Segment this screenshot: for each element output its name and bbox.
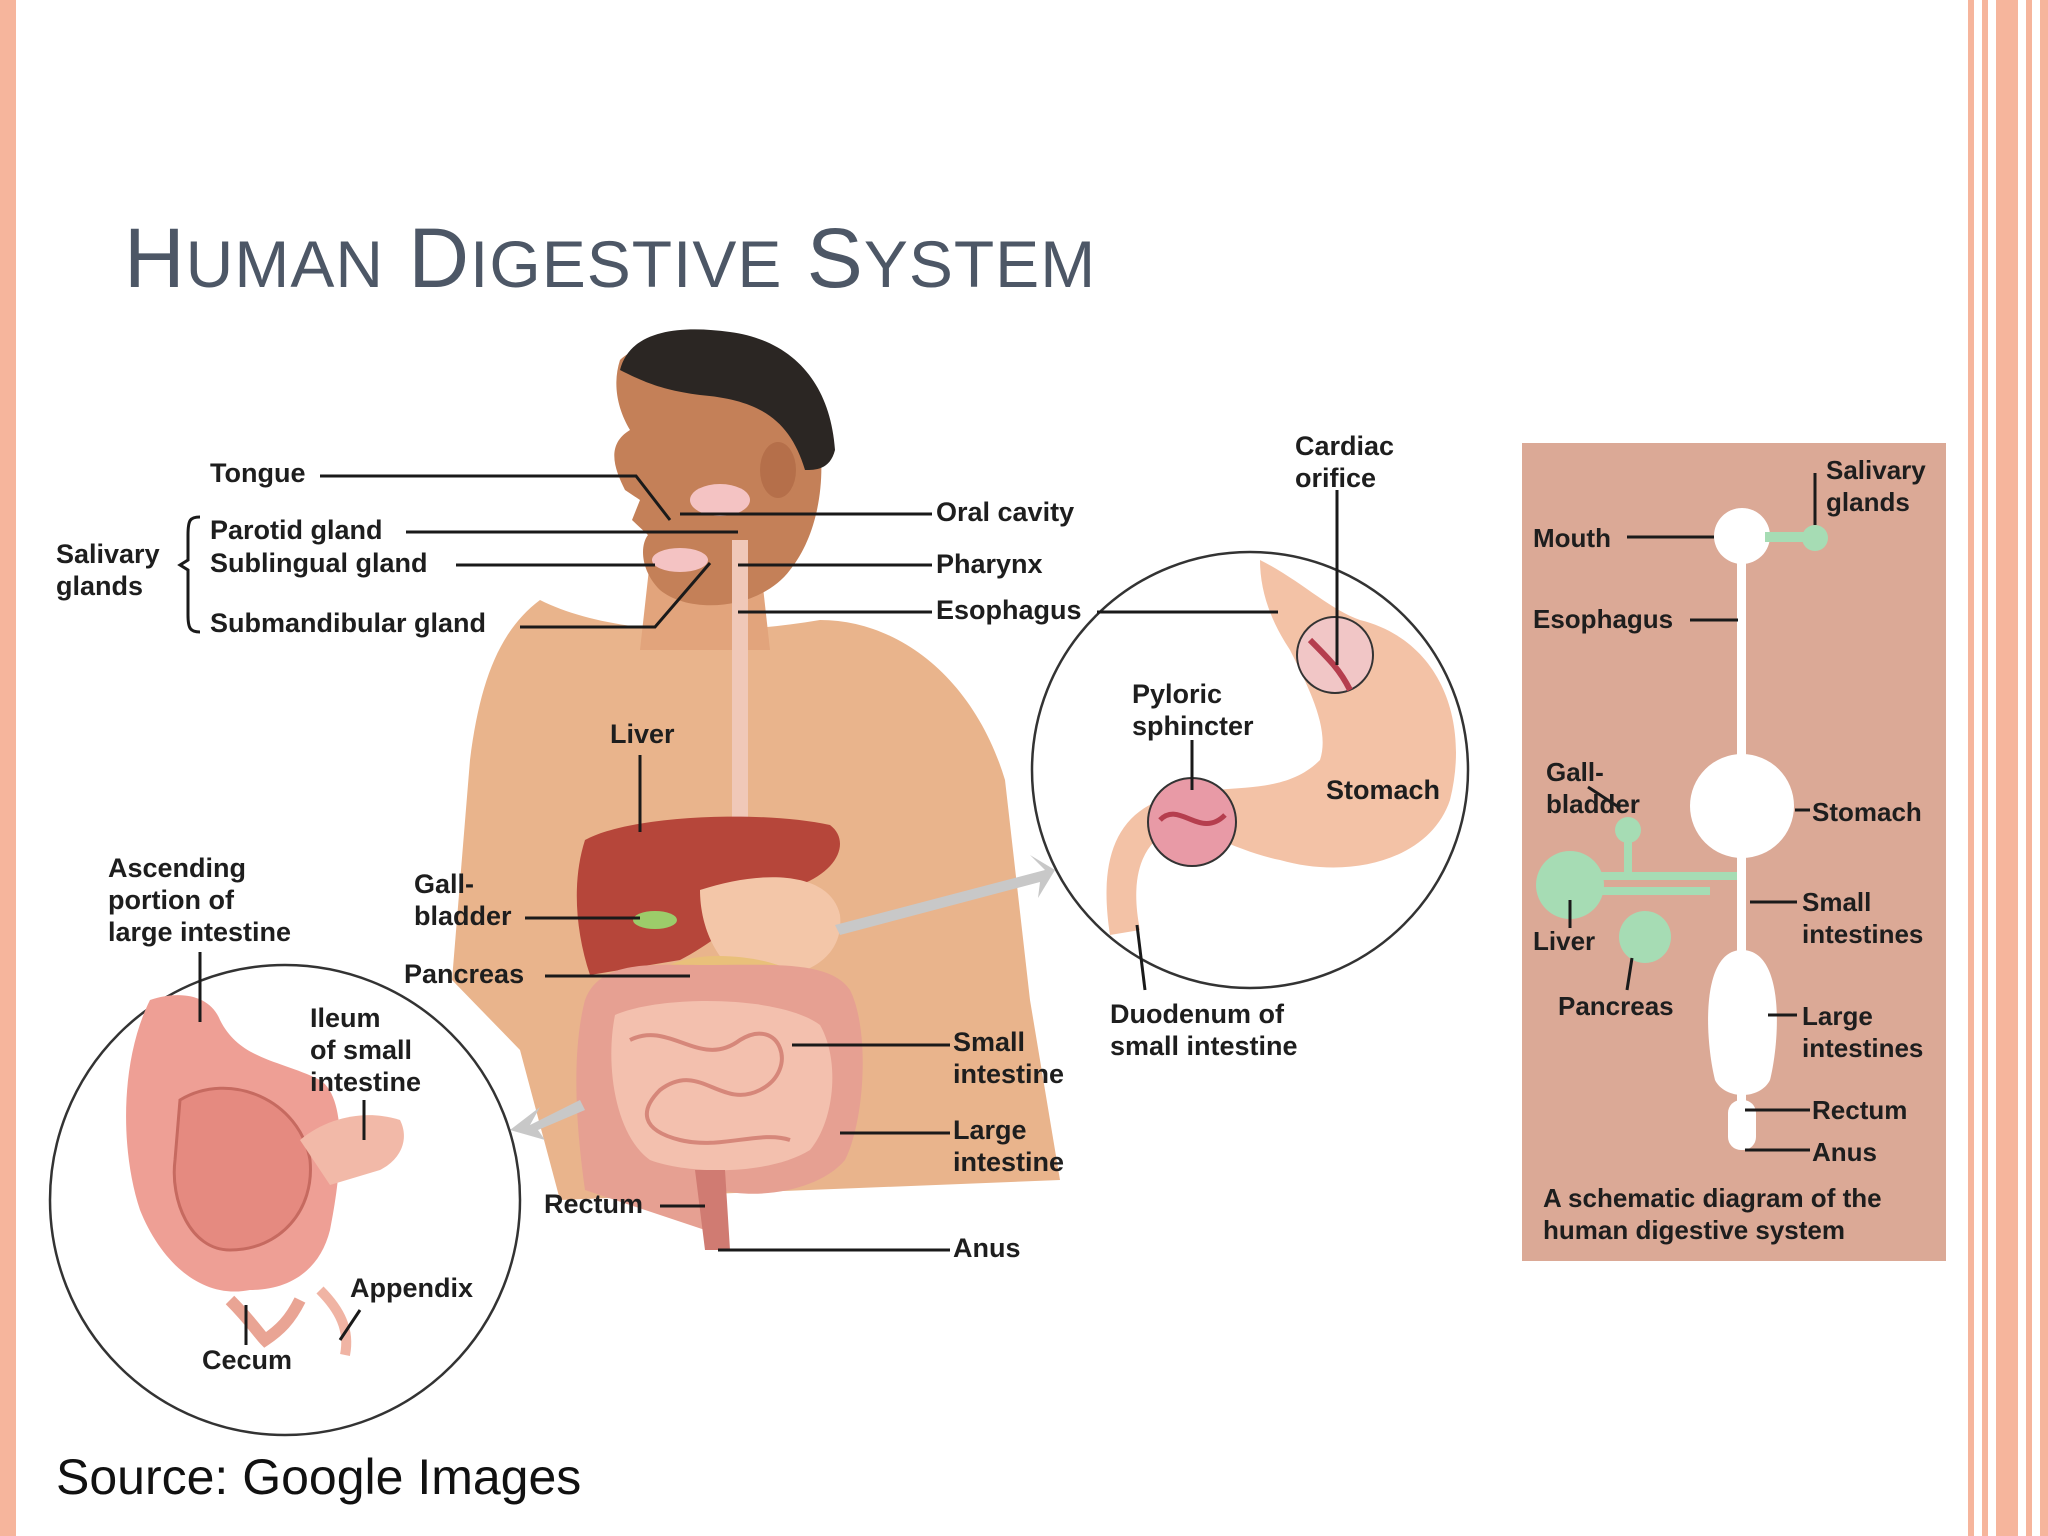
label-ascending-large-intestine: Ascending portion of large intestine — [108, 853, 292, 947]
right-border — [1960, 0, 2048, 1536]
zoom-arrow — [510, 1100, 585, 1140]
slide-title: HUMAN DIGESTIVE SYSTEM — [124, 211, 1097, 305]
label-anus: Anus — [953, 1233, 1021, 1263]
border-stripe — [1982, 0, 1988, 1536]
schematic-label-gallbladder: Gall- bladder — [1546, 757, 1640, 819]
human-figure — [452, 329, 1060, 1250]
label-sublingual-gland: Sublingual gland — [210, 548, 428, 578]
schematic-label-small-intestines: Small intestines — [1802, 887, 1924, 949]
label-pyloric-sphincter: Pyloric sphincter — [1132, 679, 1254, 741]
zoom-arrow — [835, 855, 1055, 935]
label-large-intestine: Large intestine — [953, 1115, 1065, 1177]
label-cardiac-orifice: Cardiac orifice — [1295, 431, 1395, 493]
left-border — [0, 0, 16, 1536]
border-stripe — [2026, 0, 2032, 1536]
source-caption: Source: Google Images — [56, 1449, 582, 1505]
border-stripe — [2040, 0, 2048, 1536]
leader-lines — [198, 473, 1817, 1345]
label-rectum: Rectum — [544, 1189, 644, 1219]
label-cecum: Cecum — [202, 1345, 293, 1375]
label-submandibular-gland: Submandibular gland — [210, 608, 487, 638]
label-esophagus: Esophagus — [936, 595, 1082, 625]
label-oral-cavity: Oral cavity — [936, 497, 1075, 527]
schematic-label-pancreas: Pancreas — [1558, 991, 1674, 1021]
label-tongue: Tongue — [210, 458, 306, 488]
schematic-label-anus: Anus — [1812, 1137, 1877, 1167]
label-pancreas: Pancreas — [404, 959, 525, 989]
schematic-label-rectum: Rectum — [1812, 1095, 1908, 1125]
salivary-brace — [177, 515, 201, 634]
label-parotid-gland: Parotid gland — [210, 515, 383, 545]
schematic-label-esophagus: Esophagus — [1533, 604, 1674, 634]
label-pharynx: Pharynx — [936, 549, 1043, 579]
label-small-intestine: Small intestine — [953, 1027, 1065, 1089]
schematic-graphic — [1536, 508, 1828, 1150]
schematic-label-liver: Liver — [1533, 926, 1596, 956]
label-ileum: Ileum of small intestine — [310, 1003, 422, 1097]
schematic-label-mouth: Mouth — [1533, 523, 1611, 553]
border-stripe — [1996, 0, 2018, 1536]
label-gallbladder: Gall- bladder — [414, 869, 512, 931]
stomach-inset — [1030, 550, 1470, 990]
label-salivary-glands: Salivary glands — [56, 539, 160, 601]
schematic-label-salivary-glands: Salivary glands — [1826, 455, 1926, 517]
schematic-label-stomach: Stomach — [1812, 797, 1922, 827]
schematic-label-large-intestines: Large intestines — [1802, 1001, 1924, 1063]
border-stripe — [1968, 0, 1974, 1536]
cecum-inset — [48, 963, 522, 1437]
label-stomach: Stomach — [1326, 775, 1441, 805]
schematic-caption: A schematic diagram of the human digesti… — [1543, 1183, 1882, 1245]
label-appendix: Appendix — [350, 1273, 474, 1303]
label-duodenum: Duodenum of small intestine — [1110, 999, 1298, 1061]
label-liver: Liver — [610, 719, 675, 749]
